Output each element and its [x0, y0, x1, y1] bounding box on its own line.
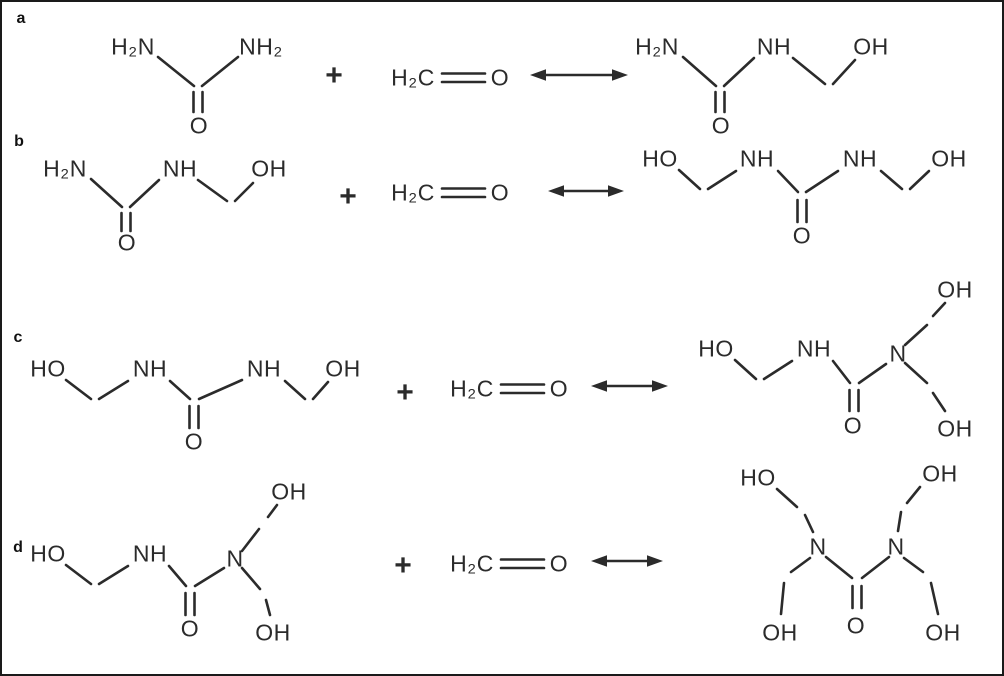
- c-reactant-nh-right: NH: [246, 355, 282, 382]
- a-formaldehyde-o: O: [490, 64, 510, 91]
- b-product-nh-left: NH: [739, 145, 775, 172]
- c-product-oh-upper: OH: [937, 276, 973, 303]
- c-reactant-oh: OH: [325, 355, 361, 382]
- arrowhead: [548, 185, 564, 197]
- c-formaldehyde-double-bond: [499, 383, 546, 395]
- b-formaldehyde-double-bond: [440, 187, 487, 199]
- b-reactant-bonds: [89, 177, 255, 233]
- b-reactant-carbonyl-o: O: [117, 229, 137, 256]
- b-reactant-nh: NH: [162, 155, 198, 182]
- d-plus-sign: +: [394, 549, 412, 582]
- a-reactant-bonds: [156, 55, 240, 114]
- d-reactant-bonds: [64, 503, 279, 617]
- a-reactant-nh2: NH₂: [239, 33, 283, 60]
- arrowhead: [608, 185, 624, 197]
- c-formaldehyde-o: O: [549, 375, 569, 402]
- d-reactant-ho: HO: [30, 540, 66, 567]
- d-product-ho-top: HO: [740, 464, 776, 491]
- c-reactant-carbonyl-o: O: [184, 428, 204, 455]
- arrowhead: [652, 380, 668, 392]
- b-double-headed-arrow-icon: [548, 185, 624, 197]
- d-reactant-carbonyl-o: O: [180, 615, 200, 642]
- arrowhead: [647, 555, 663, 567]
- a-product-oh: OH: [853, 33, 889, 60]
- b-product-carbonyl-o: O: [792, 222, 812, 249]
- b-reactant-oh: OH: [251, 155, 287, 182]
- d-reactant-nh: NH: [132, 540, 168, 567]
- c-product-carbonyl-o: O: [843, 412, 863, 439]
- b-product-nh-right: NH: [842, 145, 878, 172]
- d-reactant-oh-lower: OH: [255, 619, 291, 646]
- c-plus-sign: +: [396, 376, 414, 409]
- d-product-oh-bottom-right: OH: [925, 619, 961, 646]
- c-reactant-ho: HO: [30, 355, 66, 382]
- c-reactant-nh-left: NH: [132, 355, 168, 382]
- c-product-n: N: [889, 340, 907, 367]
- c-product-ho: HO: [698, 335, 734, 362]
- d-product-n-left: N: [809, 533, 827, 560]
- row-label-d: d: [13, 539, 23, 556]
- a-product-nh: NH: [756, 33, 792, 60]
- arrowhead: [591, 380, 607, 392]
- b-product-ho: HO: [642, 145, 678, 172]
- c-product-oh-lower: OH: [937, 415, 973, 442]
- c-reactant-bonds: [64, 378, 330, 430]
- row-label-b: b: [14, 133, 24, 150]
- d-product-bonds: [775, 485, 940, 616]
- b-formaldehyde-o: O: [490, 179, 510, 206]
- b-product-oh: OH: [931, 145, 967, 172]
- a-product-carbonyl-o: O: [711, 112, 731, 139]
- a-product-bonds: [681, 55, 857, 114]
- d-formaldehyde-o: O: [549, 550, 569, 577]
- row-label-a: a: [16, 10, 26, 27]
- arrowhead: [530, 69, 546, 81]
- b-plus-sign: +: [339, 180, 357, 213]
- c-formaldehyde-h2c: H₂C: [450, 375, 494, 402]
- d-product-n-right: N: [887, 533, 905, 560]
- b-formaldehyde-h2c: H₂C: [391, 179, 435, 206]
- c-double-headed-arrow-icon: [591, 380, 668, 392]
- d-formaldehyde-h2c: H₂C: [450, 550, 494, 577]
- b-reactant-h2n: H₂N: [43, 155, 87, 182]
- d-product-oh-bottom-left: OH: [762, 619, 798, 646]
- d-formaldehyde-double-bond: [499, 558, 546, 570]
- a-product-h2n: H₂N: [635, 33, 679, 60]
- c-product-bonds: [733, 301, 947, 413]
- arrowhead: [591, 555, 607, 567]
- row-label-c: c: [13, 329, 23, 346]
- d-product-carbonyl-o: O: [846, 612, 866, 639]
- d-product-oh-top: OH: [922, 460, 958, 487]
- d-reactant-oh-upper: OH: [271, 478, 307, 505]
- d-double-headed-arrow-icon: [591, 555, 663, 567]
- a-formaldehyde-double-bond: [440, 72, 487, 84]
- a-reactant-carbonyl-o: O: [189, 112, 209, 139]
- arrowhead: [612, 69, 628, 81]
- a-reactant-h2n: H₂N: [111, 33, 155, 60]
- b-product-bonds: [677, 168, 931, 224]
- a-plus-sign: +: [325, 59, 343, 92]
- c-product-nh: NH: [796, 335, 832, 362]
- d-reactant-n: N: [226, 545, 244, 572]
- a-double-headed-arrow-icon: [530, 69, 628, 81]
- a-formaldehyde-h2c: H₂C: [391, 64, 435, 91]
